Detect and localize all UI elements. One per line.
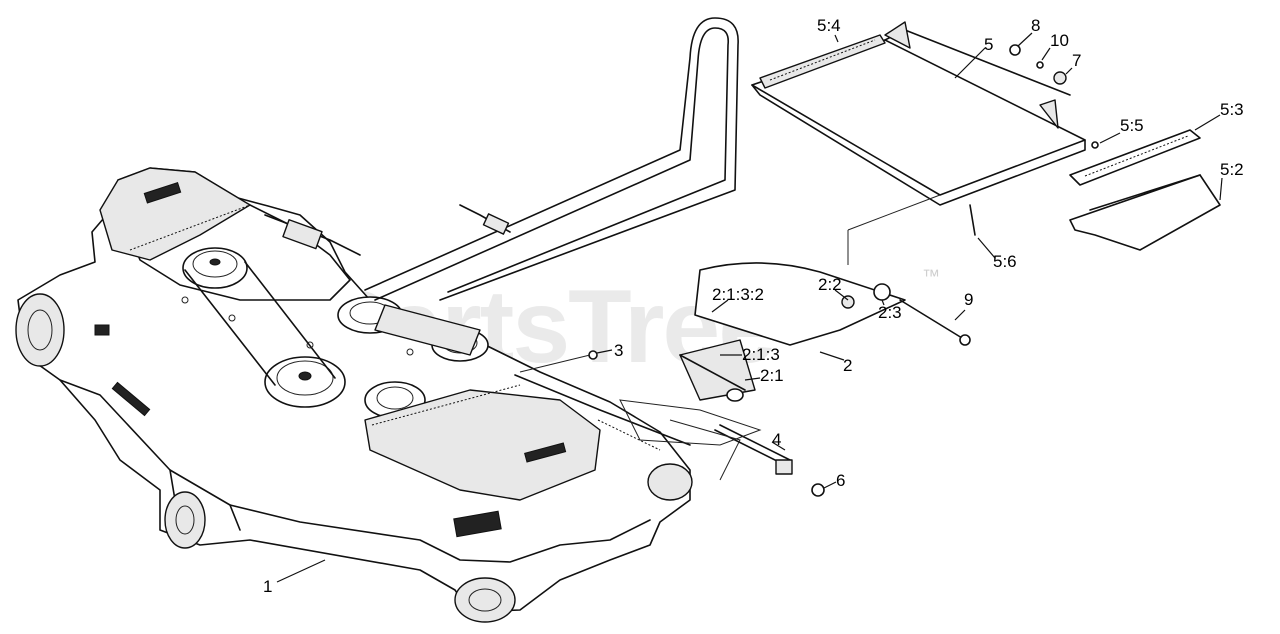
callout-5-5: 5:5 <box>1120 116 1144 135</box>
front-right-wheel <box>454 577 516 623</box>
callout-2-1: 2:1 <box>760 366 784 385</box>
chute-housing <box>694 262 906 346</box>
callout-2-3: 2:3 <box>878 303 902 322</box>
chute-pivot-assembly <box>519 262 971 497</box>
callout-2-1-3: 2:1:3 <box>742 345 780 364</box>
hardware-stack <box>1009 44 1067 85</box>
callout-2-2: 2:2 <box>818 275 842 294</box>
callout-5-2: 5:2 <box>1220 160 1244 179</box>
callout-2: 2 <box>843 356 852 375</box>
front-left-wheel <box>164 491 206 549</box>
spindle-pulley-left <box>182 247 248 289</box>
bracket-52 <box>1069 174 1221 251</box>
callout-2-1-3-2: 2:1:3:2 <box>712 285 764 304</box>
bracket-53 <box>1069 129 1201 186</box>
callout-10: 10 <box>1050 31 1069 50</box>
callout-5-6: 5:6 <box>993 252 1017 271</box>
callout-9: 9 <box>964 290 973 309</box>
tensioner-pulleys <box>337 296 489 362</box>
callout-5-4: 5:4 <box>817 16 841 35</box>
deck-lift-rod <box>264 17 739 301</box>
callout-8: 8 <box>1031 16 1040 35</box>
watermark-trademark: ™ <box>922 266 940 286</box>
callout-5: 5 <box>984 35 993 54</box>
deflector-plate-assembly <box>751 21 1221 265</box>
callout-4: 4 <box>772 430 781 449</box>
deck-decal <box>453 510 502 538</box>
callout-5-3: 5:3 <box>1220 100 1244 119</box>
spindle-pulley-center <box>264 356 346 408</box>
callout-3: 3 <box>614 341 623 360</box>
callout-1: 1 <box>263 577 272 596</box>
right-anti-scalp-wheel <box>647 463 693 501</box>
callout-6: 6 <box>836 471 845 490</box>
callout-7: 7 <box>1072 51 1081 70</box>
callout-labels: 1 2 2:1 2:1:3 2:1:3:2 2:2 2:3 3 4 5 5:2 … <box>263 16 1244 596</box>
left-anti-scalp-wheel <box>15 293 65 367</box>
mower-deck <box>15 167 693 623</box>
right-belt-cover <box>364 389 601 501</box>
